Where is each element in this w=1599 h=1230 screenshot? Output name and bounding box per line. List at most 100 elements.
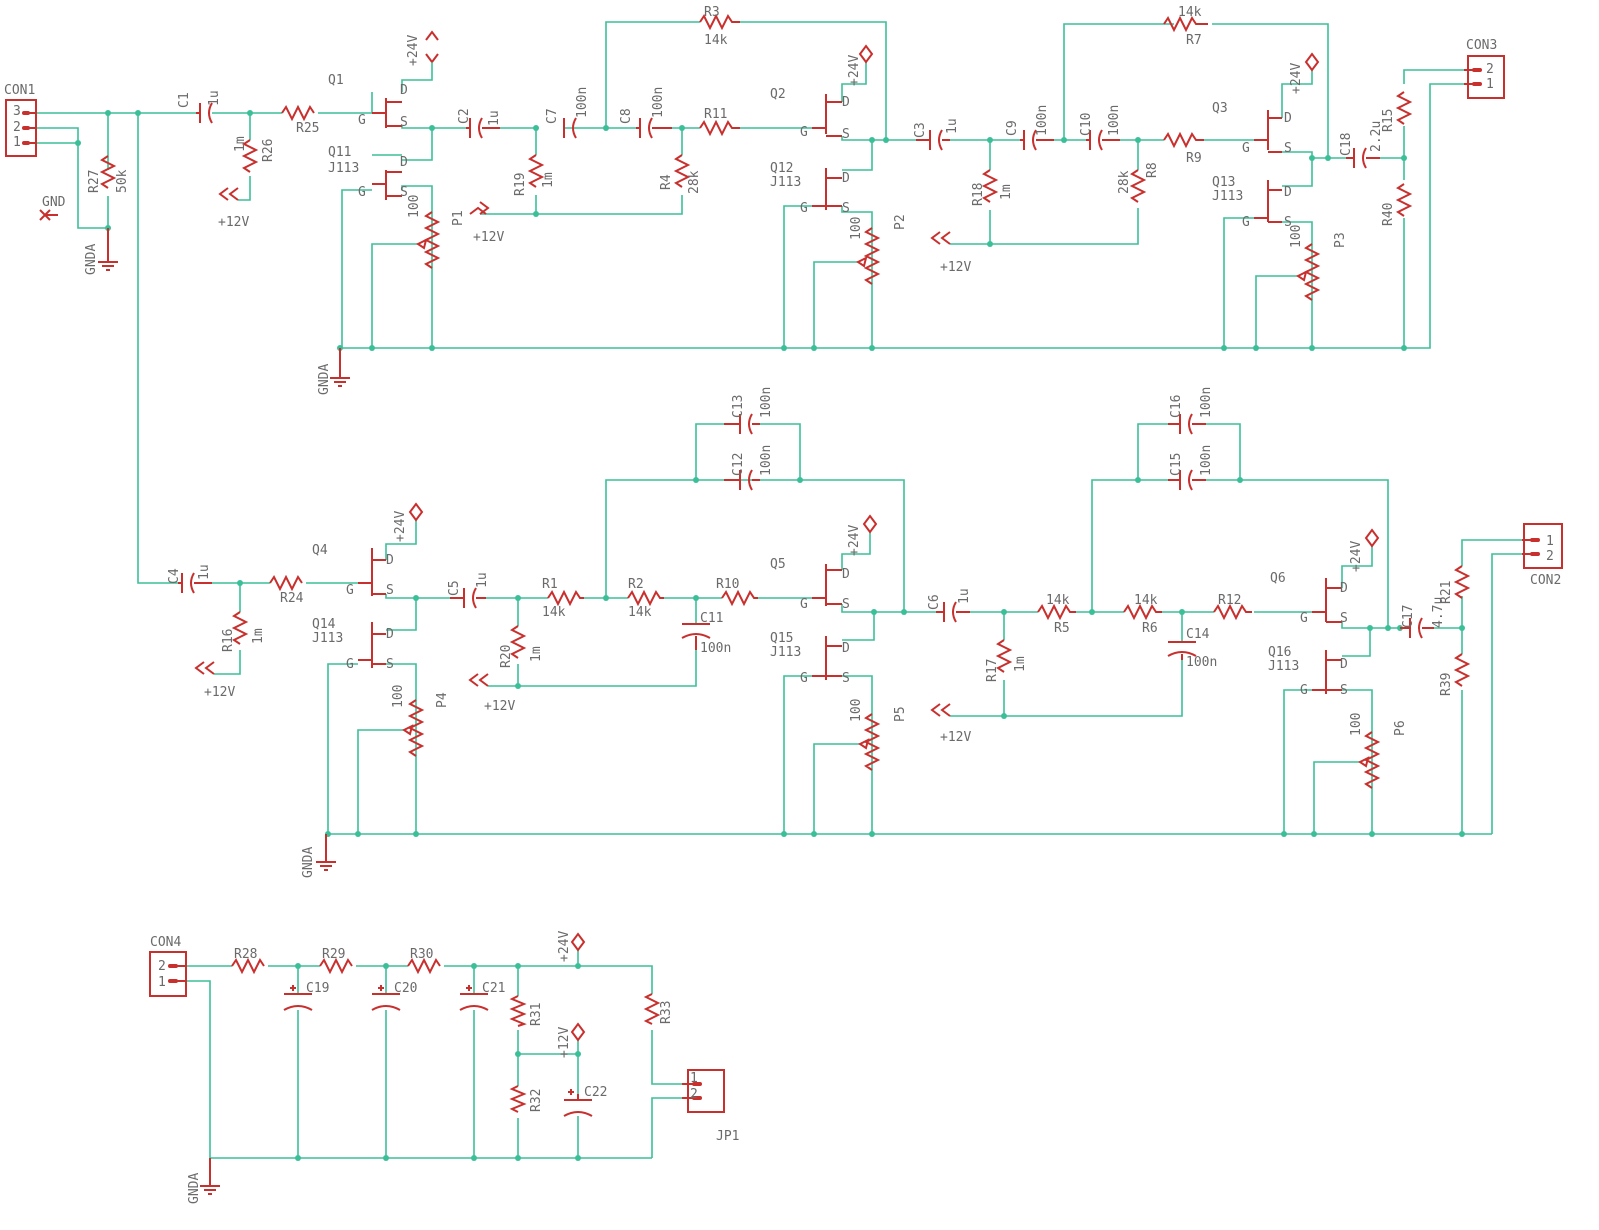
label-100: 100 — [1349, 713, 1364, 736]
label-d: D — [1340, 657, 1348, 672]
label-1m: 1m — [999, 184, 1014, 200]
label-j113: J113 — [770, 175, 801, 190]
r15 — [1395, 91, 1413, 125]
r7 — [1163, 15, 1208, 33]
label-g: G — [346, 583, 354, 598]
label-2: 2 — [690, 1087, 698, 1102]
plus24v-arrow — [862, 514, 878, 534]
label-r5: R5 — [1054, 621, 1070, 636]
c8 — [636, 117, 672, 139]
label-j113: J113 — [770, 645, 801, 660]
label-c13: C13 — [731, 395, 746, 418]
label-28k: 28k — [687, 170, 702, 194]
label-c11: C11 — [700, 611, 723, 626]
label-gnda: GNDA — [301, 847, 316, 878]
label-gnda: GNDA — [317, 364, 332, 395]
label-g: G — [1242, 141, 1250, 156]
label-s: S — [386, 657, 394, 672]
label-r18: R18 — [971, 183, 986, 206]
c9 — [1020, 129, 1054, 151]
label-100: 100 — [1289, 225, 1304, 248]
label-r32: R32 — [529, 1089, 544, 1112]
label-100n: 100n — [759, 445, 774, 476]
r8 — [1129, 169, 1147, 203]
c17 — [1400, 617, 1434, 639]
c13 — [724, 413, 760, 435]
r4 — [673, 154, 691, 188]
label-r29: R29 — [322, 947, 345, 962]
r17 — [995, 639, 1013, 673]
r18 — [981, 169, 999, 203]
label-c15: C15 — [1169, 453, 1184, 476]
capacitors — [178, 102, 1434, 1117]
r33 — [643, 993, 661, 1025]
label-r24: R24 — [280, 591, 304, 606]
label-q12: Q12 — [770, 161, 793, 176]
label-r30: R30 — [410, 947, 433, 962]
label-s: S — [1340, 611, 1348, 626]
c10 — [1086, 129, 1120, 151]
c16 — [1168, 413, 1206, 435]
label-q13: Q13 — [1212, 175, 1235, 190]
label-gnda: GNDA — [84, 244, 99, 275]
label-c4: C4 — [167, 568, 182, 584]
label-j113: J113 — [328, 161, 359, 176]
q15-fet — [812, 636, 842, 680]
label-q4: Q4 — [312, 543, 328, 558]
label-c7: C7 — [545, 108, 560, 124]
label-q15: Q15 — [770, 631, 793, 646]
c12 — [724, 469, 760, 491]
label-c20: C20 — [394, 981, 417, 996]
label-c22: C22 — [584, 1085, 607, 1100]
c1 — [196, 102, 213, 124]
plus12v-arrow — [468, 673, 489, 687]
label--24v: +24V — [1289, 63, 1304, 94]
plus24v-arrow — [570, 932, 586, 952]
label-c10: C10 — [1079, 113, 1094, 136]
plus24v-arrow — [408, 502, 424, 522]
label-100: 100 — [849, 217, 864, 240]
label-c19: C19 — [306, 981, 329, 996]
label-r16: R16 — [221, 629, 236, 652]
label-c12: C12 — [731, 453, 746, 476]
label-100n: 100n — [759, 387, 774, 418]
label-1u: 1u — [475, 572, 490, 588]
plus24v-arrow — [425, 30, 439, 63]
r16 — [231, 611, 249, 645]
label-r1: R1 — [542, 577, 558, 592]
label-2: 2 — [13, 120, 21, 135]
label--24v: +24V — [393, 511, 408, 542]
label-1u: 1u — [487, 110, 502, 126]
label-2-2u: 2.2u — [1369, 121, 1384, 152]
label-q3: Q3 — [1212, 101, 1228, 116]
label-p4: P4 — [435, 692, 450, 708]
plus12v-arrow — [218, 187, 239, 201]
label-jp1: JP1 — [716, 1129, 739, 1144]
label-r3: R3 — [704, 5, 720, 20]
r26 — [241, 139, 259, 173]
resistors — [99, 13, 1471, 1113]
label-s: S — [1284, 141, 1292, 156]
label-100n: 100n — [1199, 445, 1214, 476]
label-c17: C17 — [1401, 605, 1416, 628]
label-c18: C18 — [1339, 133, 1354, 156]
q2-fet — [812, 94, 842, 137]
c15 — [1168, 469, 1206, 491]
label-1m: 1m — [1013, 656, 1028, 672]
r31 — [509, 995, 527, 1027]
label-s: S — [400, 115, 408, 130]
q11-fet — [372, 170, 402, 200]
label-1m: 1m — [529, 646, 544, 662]
r21 — [1453, 565, 1471, 599]
label--12v: +12V — [218, 215, 249, 230]
label-14k: 14k — [542, 605, 566, 620]
c5 — [450, 587, 486, 609]
q1-fet — [372, 98, 402, 128]
label-d: D — [842, 171, 850, 186]
label-r7: R7 — [1186, 33, 1202, 48]
label-c2: C2 — [457, 108, 472, 124]
label-100n: 100n — [1035, 105, 1050, 136]
r30 — [407, 957, 441, 975]
label-r21: R21 — [1439, 581, 1454, 604]
label--12v: +12V — [940, 730, 971, 745]
